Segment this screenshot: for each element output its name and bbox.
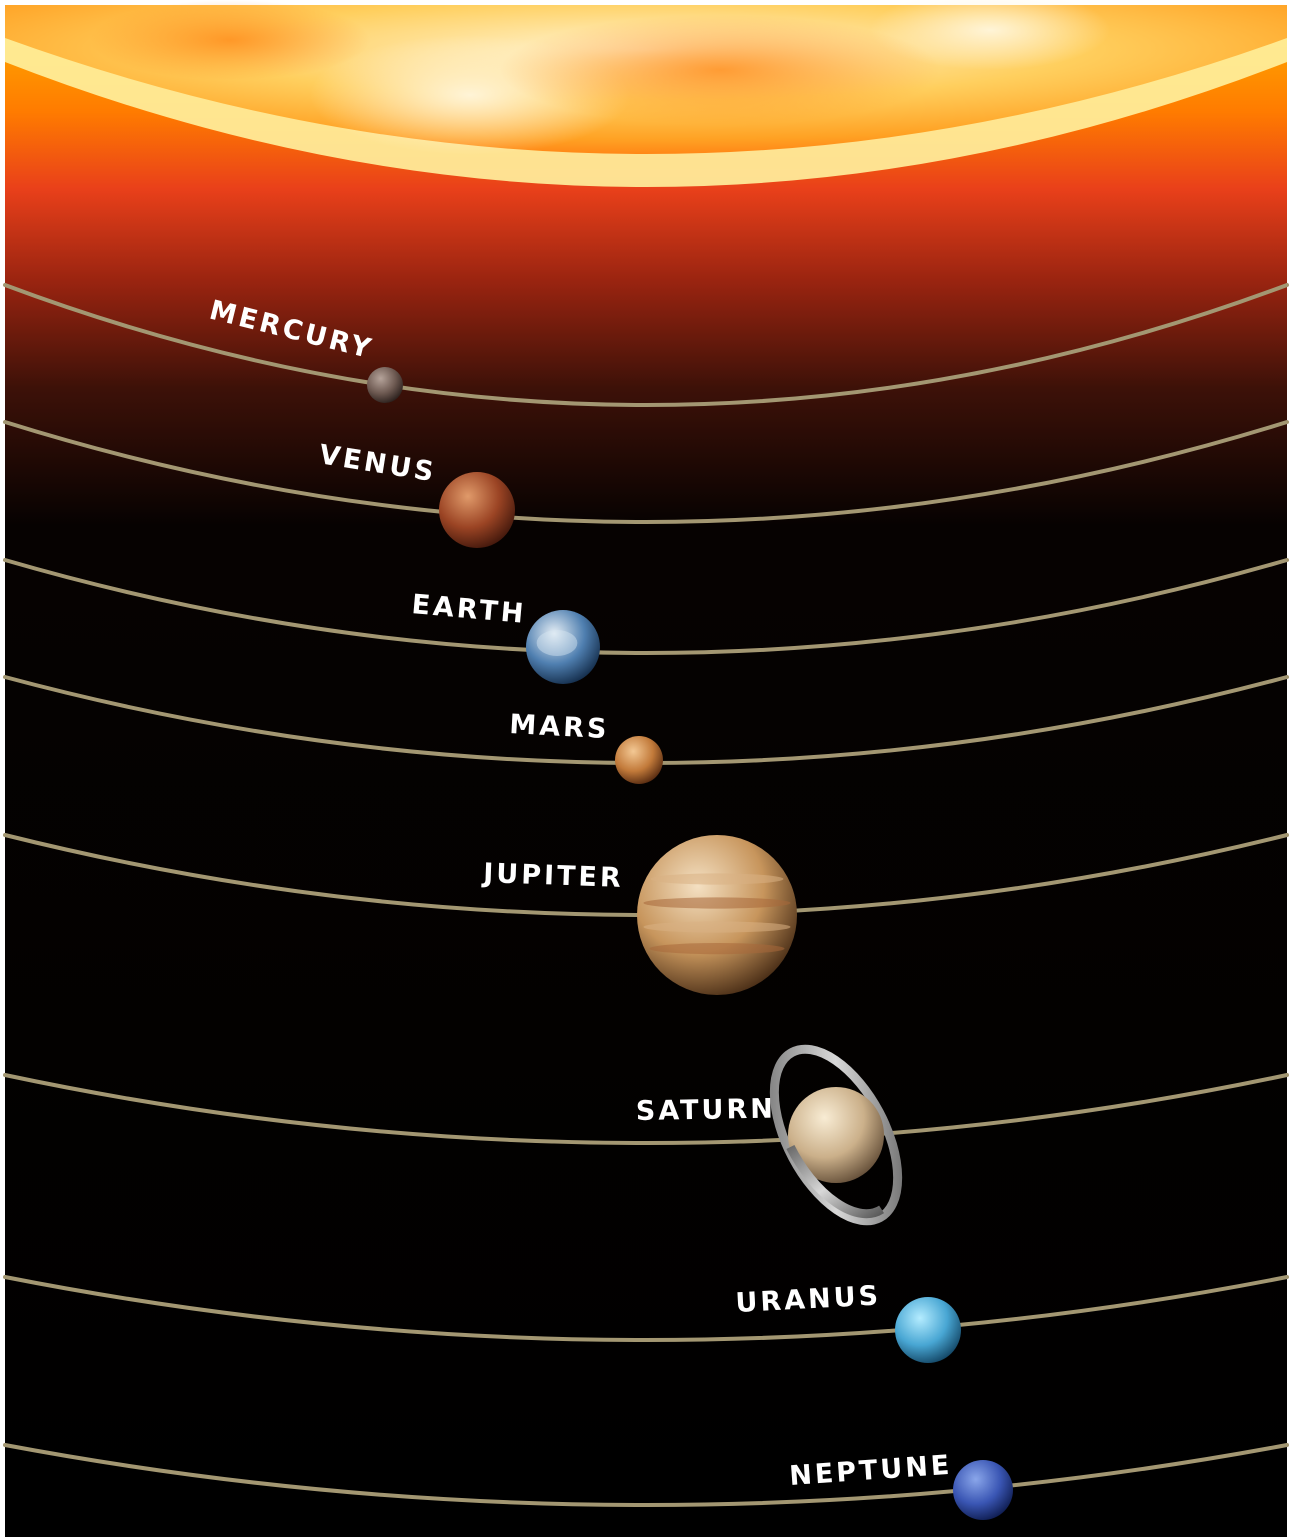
jupiter-band: [643, 921, 791, 933]
sun-flare: [870, 0, 1110, 70]
planet-label-saturn: SATURN: [636, 1094, 777, 1127]
orbit-line: [3, 558, 1289, 655]
venus-body: [439, 472, 515, 548]
planet-label-jupiter: JUPITER: [481, 858, 624, 894]
sun-flare: [500, 15, 940, 125]
planet-jupiter: JUPITER: [481, 835, 797, 995]
orbit-line: [3, 1443, 1289, 1507]
neptune-body: [953, 1460, 1013, 1520]
earth-clouds: [536, 630, 578, 656]
orbit-line: [3, 283, 1289, 407]
mars-body: [615, 736, 663, 784]
orbit-line: [3, 1275, 1289, 1342]
planet-uranus: URANUS: [735, 1280, 961, 1363]
sun-flare: [90, 0, 370, 80]
orbit-line: [3, 1073, 1289, 1145]
planet-label-uranus: URANUS: [735, 1280, 882, 1319]
saturn-ring-front: [786, 1144, 885, 1219]
planet-saturn: SATURN: [636, 1044, 903, 1226]
earth-body: [526, 610, 600, 684]
mercury-body: [367, 367, 403, 403]
planet-mars: MARS: [509, 709, 663, 784]
jupiter-band: [643, 897, 791, 909]
orbit-line: [3, 420, 1289, 524]
jupiter-band: [650, 873, 784, 885]
sun: [5, 0, 1287, 187]
uranus-body: [895, 1297, 961, 1363]
planet-earth: EARTH: [410, 589, 600, 684]
jupiter-body: [637, 835, 797, 995]
planet-label-mars: MARS: [509, 709, 611, 745]
saturn-body: [788, 1087, 884, 1183]
jupiter-band: [649, 943, 785, 955]
